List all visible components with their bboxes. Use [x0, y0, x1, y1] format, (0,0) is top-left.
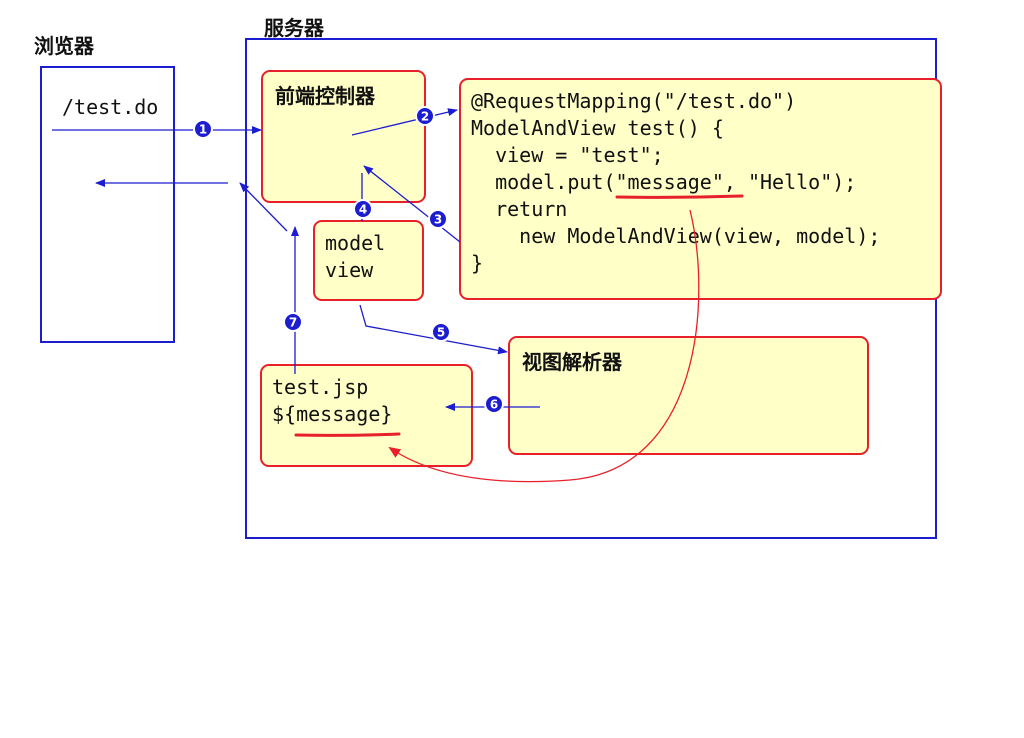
browser-title: 浏览器: [34, 34, 94, 58]
model-label: model: [325, 231, 386, 255]
step-badge-1: 1: [193, 119, 213, 139]
jsp-expression: ${message}: [272, 402, 393, 426]
step-number-1: 1: [199, 123, 207, 137]
step-number-6: 6: [490, 398, 498, 412]
controller-code-line-5: return: [471, 197, 568, 221]
step-number-7: 7: [289, 316, 297, 330]
front-controller-label: 前端控制器: [275, 84, 375, 108]
controller-code-line-6: new ModelAndView(view, model);: [471, 224, 881, 248]
model-view-box: [313, 220, 424, 301]
view-resolver-box: [508, 336, 869, 455]
view-label: view: [325, 258, 374, 282]
step-badge-6: 6: [484, 394, 504, 414]
controller-code-line-7: }: [471, 251, 484, 275]
controller-code-line-1: @RequestMapping("/test.do"): [471, 89, 797, 113]
arrow-resolve: [359, 304, 508, 355]
arrow-return-mav: [363, 165, 461, 243]
step-number-5: 5: [437, 326, 445, 340]
view-resolver-label: 视图解析器: [522, 350, 622, 374]
step-badge-3: 3: [428, 209, 448, 229]
step-badge-2: 2: [415, 106, 435, 126]
step-badge-5: 5: [431, 322, 451, 342]
step-number-4: 4: [359, 203, 367, 217]
browser-request-url: /test.do: [62, 95, 159, 119]
controller-code-line-4: model.put("message", "Hello");: [471, 170, 857, 194]
server-title: 服务器: [264, 16, 324, 40]
controller-code-box: [459, 78, 942, 300]
arrow-output-diagonal: [239, 182, 288, 232]
step-badge-4: 4: [353, 199, 373, 219]
step-number-2: 2: [421, 110, 429, 124]
jsp-filename: test.jsp: [272, 375, 369, 399]
jsp-expression-underline: [294, 432, 401, 437]
jsp-box: [260, 364, 473, 467]
controller-code-line-2: ModelAndView test() {: [471, 116, 724, 140]
front-controller-box: [261, 70, 426, 203]
message-key-underline: [615, 194, 744, 199]
step-number-3: 3: [434, 213, 442, 227]
step-badge-7: 7: [283, 312, 303, 332]
controller-code-line-3: view = "test";: [471, 143, 664, 167]
browser-frame: [40, 66, 175, 343]
message-binding-curve: [388, 209, 700, 483]
arrow-dispatch: [351, 108, 458, 136]
